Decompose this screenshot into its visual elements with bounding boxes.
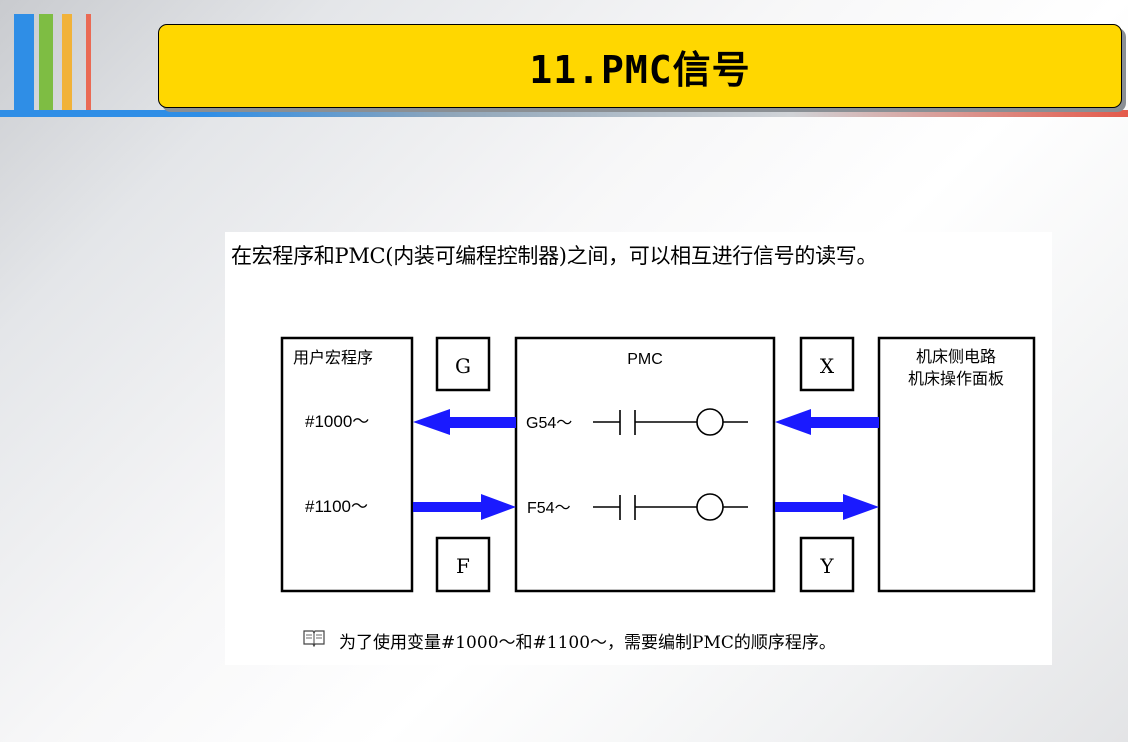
coil-icon: [696, 408, 724, 436]
f54-rung: [593, 493, 748, 521]
footnote: 为了使用变量#1000～和#1100～，需要编制PMC的顺序程序。: [303, 628, 836, 653]
user-macro-label: 用户宏程序: [293, 348, 373, 367]
book-icon: [303, 629, 325, 652]
coil-icon: [696, 493, 724, 521]
machine-circuit-label: 机床侧电路: [916, 347, 996, 366]
g-signal-label: G: [455, 354, 471, 378]
x-signal-box: [799, 336, 855, 392]
content-panel: 在宏程序和PMC(内装可编程控制器)之间，可以相互进行信号的读写。 用户宏程序 …: [225, 232, 1052, 665]
y-signal-box: [799, 536, 855, 593]
slide-title: 11.PMC信号: [529, 47, 751, 92]
title-banner: 11.PMC信号: [158, 24, 1122, 108]
pmc-signal-diagram: 用户宏程序 #1000～ #1100～ G F PMC G54～ F54～: [280, 336, 1036, 593]
decorative-stripes: [0, 0, 100, 118]
arrows: [413, 409, 879, 520]
f-signal-label: F: [456, 554, 470, 578]
y-signal-label: Y: [819, 554, 834, 578]
orange-stripe: [62, 14, 72, 110]
f-signal-box: [435, 536, 491, 593]
arrow-left-x: [775, 409, 879, 435]
header-underline: [0, 110, 1128, 117]
machine-side-box: [877, 336, 1036, 593]
pmc-box: [514, 336, 776, 593]
x-signal-label: X: [820, 354, 835, 378]
f54-label: F54～: [527, 500, 571, 517]
user-macro-box: [280, 336, 414, 593]
pmc-label: PMC: [627, 351, 663, 368]
footnote-text: 为了使用变量#1000～和#1100～，需要编制PMC的顺序程序。: [339, 633, 836, 653]
intro-text: 在宏程序和PMC(内装可编程控制器)之间，可以相互进行信号的读写。: [231, 244, 878, 268]
arrow-left-g: [413, 409, 516, 435]
red-stripe: [86, 14, 91, 110]
blue-stripe: [14, 14, 34, 110]
g-signal-box: [435, 336, 491, 392]
machine-panel-label: 机床操作面板: [908, 369, 1004, 388]
arrow-right-f: [413, 494, 516, 520]
var-1000-label: #1000～: [305, 412, 369, 431]
green-stripe: [39, 14, 53, 110]
g54-label: G54～: [526, 415, 572, 432]
g54-rung: [593, 408, 748, 436]
arrow-right-y: [775, 494, 879, 520]
var-1100-label: #1100～: [305, 497, 368, 516]
